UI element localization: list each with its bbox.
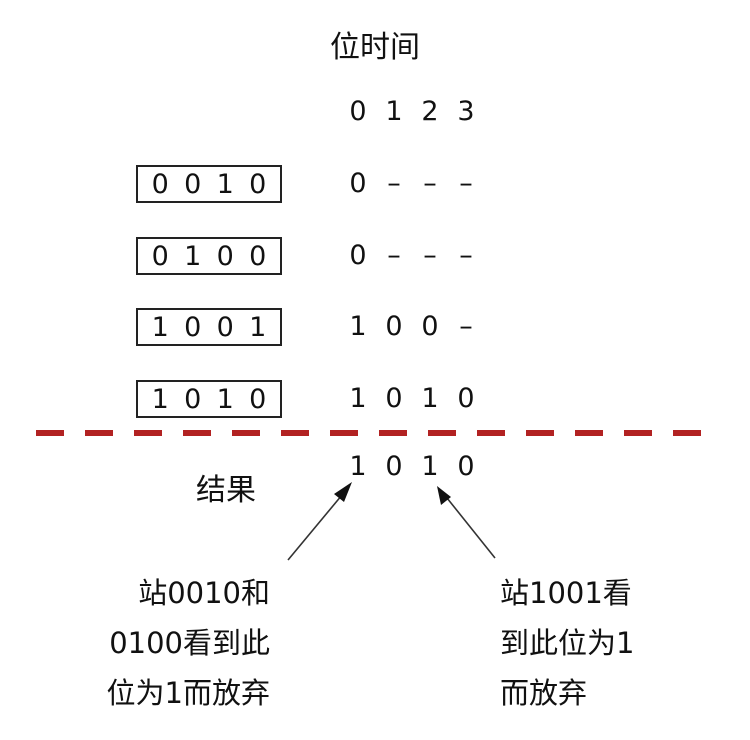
seen-bit: 0 xyxy=(457,383,475,414)
note-line: 0100看到此 xyxy=(109,626,270,660)
seen-bit: 1 xyxy=(349,311,367,342)
seen-bit: – xyxy=(423,168,437,199)
note-left: 站0010和 0100看到此 位为1而放弃 xyxy=(107,568,270,718)
seen-bit: – xyxy=(387,168,401,199)
seen-bit: 1 xyxy=(421,383,439,414)
seen-bit: 0 xyxy=(385,383,403,414)
seen-bit: – xyxy=(459,311,473,342)
seen-bit: – xyxy=(387,240,401,271)
seen-bit: 0 xyxy=(349,240,367,271)
address-bit: 0 xyxy=(249,168,267,200)
seen-bit: 0 xyxy=(349,168,367,199)
address-bit: 1 xyxy=(184,240,202,272)
bits-seen-row: 0––– xyxy=(340,240,484,271)
address-bit: 1 xyxy=(216,168,234,200)
address-bit: 1 xyxy=(151,383,169,415)
address-bit: 0 xyxy=(249,240,267,272)
address-bit: 1 xyxy=(151,311,169,343)
note-right: 站1001看 到此位为1 而放弃 xyxy=(500,568,634,718)
address-bit: 0 xyxy=(151,168,169,200)
bit-index: 3 xyxy=(457,96,475,127)
result-bit: 0 xyxy=(385,451,403,482)
seen-bit: 0 xyxy=(421,311,439,342)
note-line: 站0010和 xyxy=(138,576,270,610)
bit-index-header: 0 1 2 3 xyxy=(340,96,484,127)
seen-bit: – xyxy=(459,240,473,271)
seen-bit: 0 xyxy=(385,311,403,342)
address-bit: 0 xyxy=(216,311,234,343)
result-bit: 1 xyxy=(421,451,439,482)
address-bit: 1 xyxy=(216,383,234,415)
address-bit: 1 xyxy=(249,311,267,343)
address-bit: 0 xyxy=(184,383,202,415)
bit-index: 0 xyxy=(349,96,367,127)
note-line: 到此位为1 xyxy=(500,626,635,660)
address-bit: 0 xyxy=(216,240,234,272)
seen-bit: 1 xyxy=(349,383,367,414)
address-bit: 0 xyxy=(184,168,202,200)
note-line: 而放弃 xyxy=(500,676,588,710)
result-label: 结果 xyxy=(196,473,256,508)
address-bit: 0 xyxy=(249,383,267,415)
result-bit: 0 xyxy=(457,451,475,482)
note-line: 站1001看 xyxy=(500,576,632,610)
bit-time-title: 位时间 xyxy=(330,30,420,65)
result-bit: 1 xyxy=(349,451,367,482)
bit-index: 1 xyxy=(385,96,403,127)
bits-seen-row: 0––– xyxy=(340,168,484,199)
arrow-left xyxy=(287,482,352,561)
seen-bit: – xyxy=(459,168,473,199)
address-bit: 0 xyxy=(151,240,169,272)
arrow-right xyxy=(437,486,496,559)
bit-index: 2 xyxy=(421,96,439,127)
address-bit: 0 xyxy=(184,311,202,343)
note-line: 位为1而放弃 xyxy=(106,676,270,710)
seen-bit: – xyxy=(423,240,437,271)
